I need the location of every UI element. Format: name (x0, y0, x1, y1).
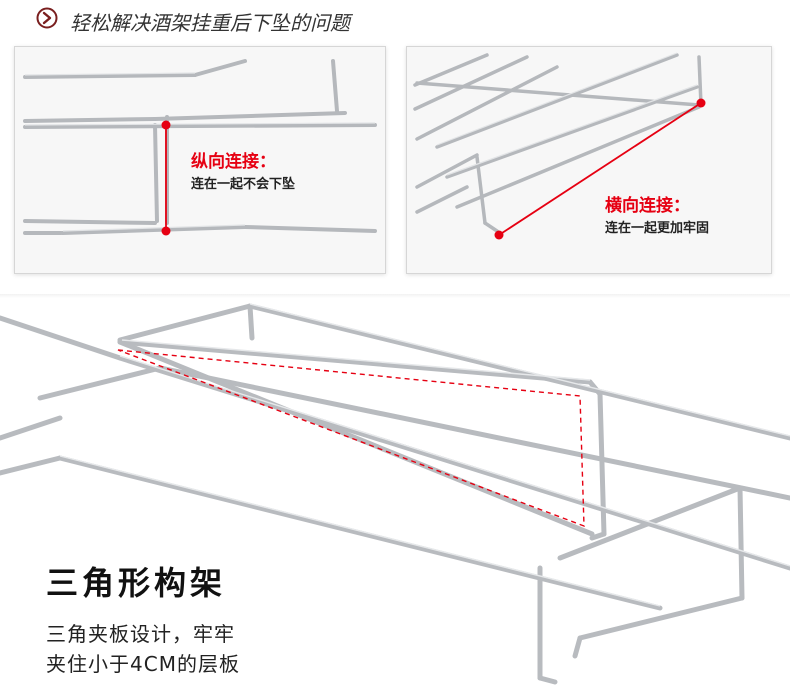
horizontal-connection-photo (407, 47, 771, 273)
marker-dot (696, 98, 706, 108)
horizontal-connection-marker-line (498, 102, 702, 236)
chevron-right-circle-icon (36, 7, 58, 29)
vertical-connection-panel: 纵向连接： 连在一起不会下坠 (14, 46, 386, 274)
horizontal-connection-title: 横向连接： (605, 196, 690, 216)
marker-dot (161, 120, 171, 130)
marker-dot (161, 226, 171, 236)
marker-dot (494, 230, 504, 240)
header-title: 轻松解决酒架挂重后下坠的问题 (70, 11, 350, 35)
horizontal-connection-desc: 连在一起更加牢固 (605, 221, 710, 236)
vertical-connection-photo (15, 47, 385, 273)
header: 轻松解决酒架挂重后下坠的问题 (0, 0, 790, 42)
vertical-connection-title: 纵向连接： (191, 152, 276, 172)
section-divider (0, 294, 790, 298)
feature-title: 三角形构架 (46, 564, 227, 602)
feature-desc-line-1: 三角夹板设计，牢牢 (46, 622, 235, 646)
vertical-connection-desc: 连在一起不会下坠 (191, 177, 296, 192)
feature-desc-line-2: 夹住小于4CM的层板 (46, 652, 240, 676)
horizontal-connection-panel: 横向连接： 连在一起更加牢固 (406, 46, 772, 274)
triangle-frame-section: 三角形构架 三角夹板设计，牢牢 夹住小于4CM的层板 (0, 298, 790, 696)
triangle-frame-photo (0, 303, 790, 685)
